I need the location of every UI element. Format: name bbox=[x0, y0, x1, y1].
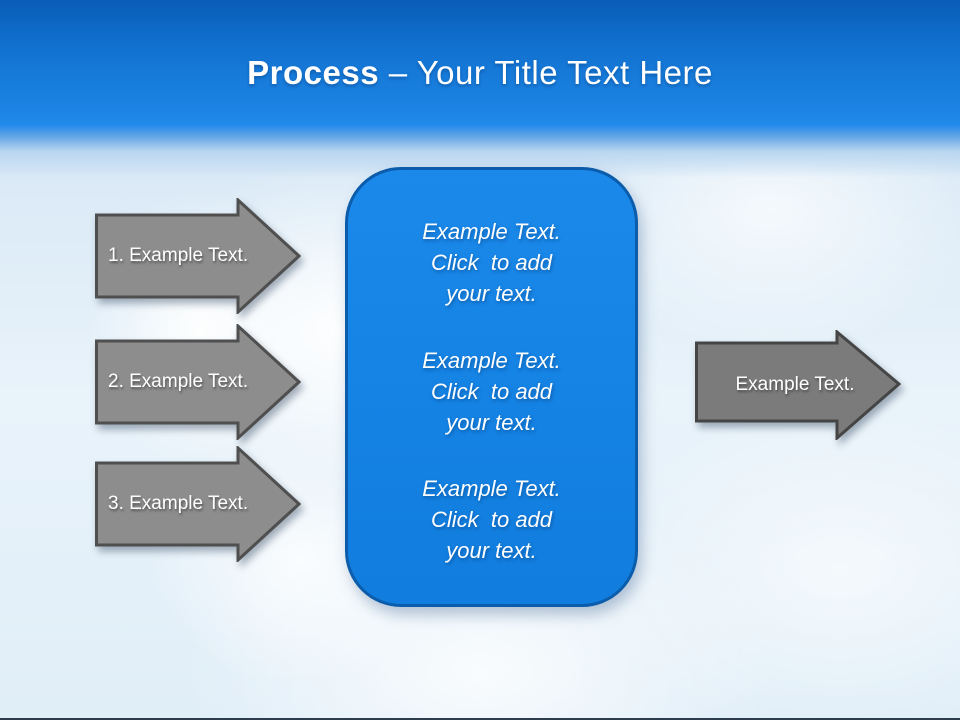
arrow-right-shape-icon bbox=[95, 446, 301, 562]
process-arrow-1[interactable]: 1. Example Text. bbox=[95, 198, 301, 314]
process-arrow-2[interactable]: 2. Example Text. bbox=[95, 324, 301, 440]
output-arrow[interactable]: Example Text. bbox=[695, 330, 901, 440]
slide-title-subtitle: – Your Title Text Here bbox=[379, 54, 713, 91]
placeholder-line: Click to add bbox=[430, 250, 553, 275]
placeholder-line: Example Text. bbox=[422, 347, 561, 373]
center-text-box[interactable]: Example Text. Click to add your text. Ex… bbox=[345, 167, 638, 607]
placeholder-line: Click to add bbox=[430, 507, 553, 532]
placeholder-line: your text. bbox=[446, 281, 537, 306]
slide-title-keyword: Process bbox=[247, 54, 380, 91]
placeholder-line: Example Text. bbox=[422, 219, 561, 244]
placeholder-line: Click to add bbox=[430, 378, 553, 404]
process-arrow-1-label: 1. Example Text. bbox=[108, 245, 249, 266]
process-arrow-3-label: 3. Example Text. bbox=[108, 493, 249, 514]
process-arrow-3[interactable]: 3. Example Text. bbox=[95, 446, 301, 562]
placeholder-line: your text. bbox=[446, 409, 537, 435]
arrow-right-shape-icon bbox=[95, 198, 301, 314]
placeholder-line: Example Text. bbox=[422, 476, 561, 501]
process-arrow-2-label: 2. Example Text. bbox=[108, 371, 249, 392]
arrow-right-shape-icon bbox=[695, 330, 901, 440]
output-arrow-label: Example Text. bbox=[735, 374, 855, 395]
placeholder-text-block-2[interactable]: Example Text. Click to add your text. bbox=[360, 345, 623, 438]
bottom-edge-bar bbox=[0, 718, 960, 720]
slide-title[interactable]: Process – Your Title Text Here bbox=[0, 54, 960, 92]
placeholder-line: your text. bbox=[446, 538, 537, 563]
placeholder-text-block-3[interactable]: Example Text. Click to add your text. bbox=[360, 473, 623, 566]
header-band bbox=[0, 0, 960, 178]
arrow-right-shape-icon bbox=[95, 324, 301, 440]
placeholder-text-block-1[interactable]: Example Text. Click to add your text. bbox=[360, 216, 623, 309]
